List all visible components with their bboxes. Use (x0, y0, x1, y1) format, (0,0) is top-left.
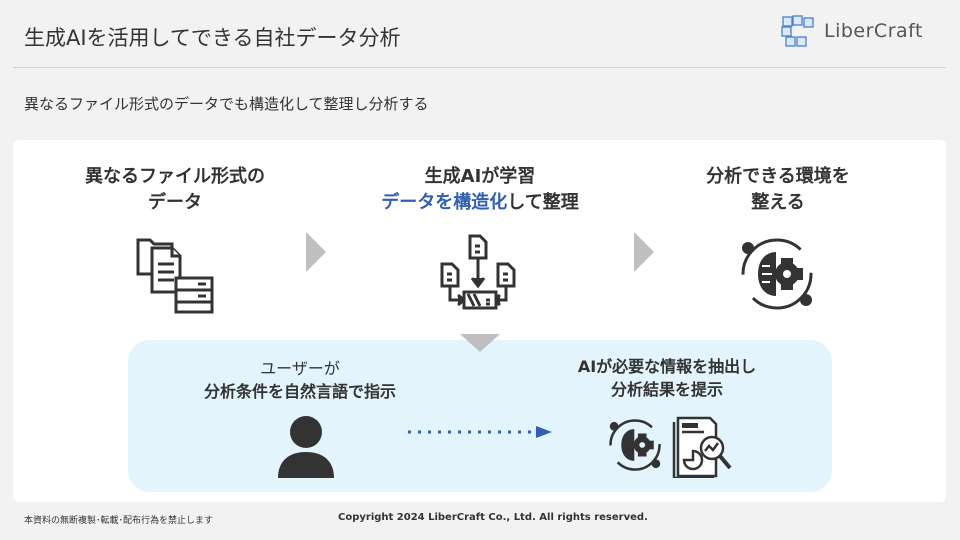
divider (13, 67, 946, 68)
ai-line1: AIが必要な情報を抽出し (577, 357, 757, 376)
files-icon (136, 238, 214, 314)
step-1-line1: 異なるファイル形式の (85, 166, 265, 187)
step-2-line2-rest: して整理 (507, 192, 579, 213)
structure-data-icon (440, 234, 516, 310)
step-3-line2: 整える (751, 192, 805, 213)
chevron-right-icon (634, 232, 654, 272)
logo: LiberCraft (780, 14, 923, 48)
ai-brain-gear-icon (741, 238, 813, 310)
page-title: 生成AIを活用してできる自社データ分析 (24, 26, 401, 50)
copyright: Copyright 2024 LiberCraft Co., Ltd. All … (338, 512, 648, 523)
copy-notice: 本資料の無断複製･転載･配布行為を禁止します (24, 516, 214, 526)
step-3-line1: 分析できる環境を (706, 166, 850, 187)
user-instruction-text: ユーザーが 分析条件を自然言語で指示 (140, 357, 460, 403)
logo-text: LiberCraft (824, 20, 923, 42)
user-icon (278, 416, 334, 478)
step-1-line2: データ (148, 192, 202, 213)
step-2-line1: 生成AIが学習 (424, 166, 536, 187)
report-search-icon (672, 416, 732, 478)
ai-analysis-icon (609, 419, 661, 471)
cubes-logo-icon (781, 15, 814, 47)
step-1-heading: 異なるファイル形式の データ (25, 164, 325, 216)
ai-result-text: AIが必要な情報を抽出し 分析結果を提示 (507, 355, 827, 401)
down-triangle-icon (460, 334, 500, 352)
step-3-heading: 分析できる環境を 整える (628, 164, 928, 216)
step-2-heading: 生成AIが学習 データを構造化して整理 (330, 164, 630, 216)
dotted-arrow-icon (408, 426, 552, 438)
user-line1: ユーザーが (260, 359, 340, 378)
step-2-highlight: データを構造化 (381, 192, 508, 213)
chevron-right-icon (306, 232, 326, 272)
ai-line2: 分析結果を提示 (610, 380, 723, 399)
subtitle: 異なるファイル形式のデータでも構造化して整理し分析する (24, 95, 429, 113)
user-line2: 分析条件を自然言語で指示 (203, 382, 396, 401)
